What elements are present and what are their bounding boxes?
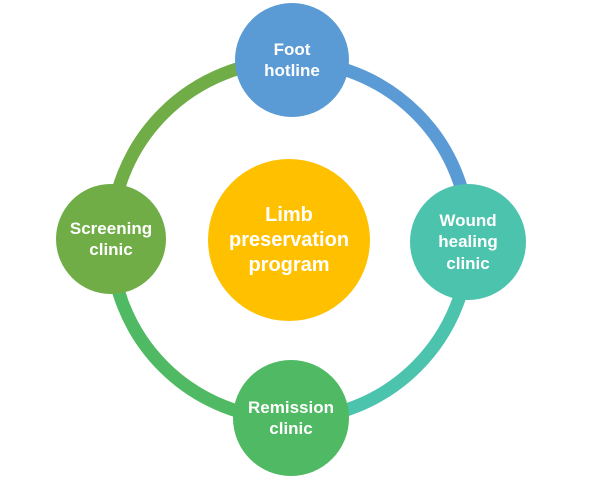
node-foot-hotline-circle bbox=[235, 3, 349, 117]
node-wound-healing-clinic-circle bbox=[410, 184, 526, 300]
node-remission-clinic-circle bbox=[233, 360, 349, 476]
center-node-circle bbox=[208, 159, 370, 321]
node-screening-clinic-circle bbox=[56, 184, 166, 294]
